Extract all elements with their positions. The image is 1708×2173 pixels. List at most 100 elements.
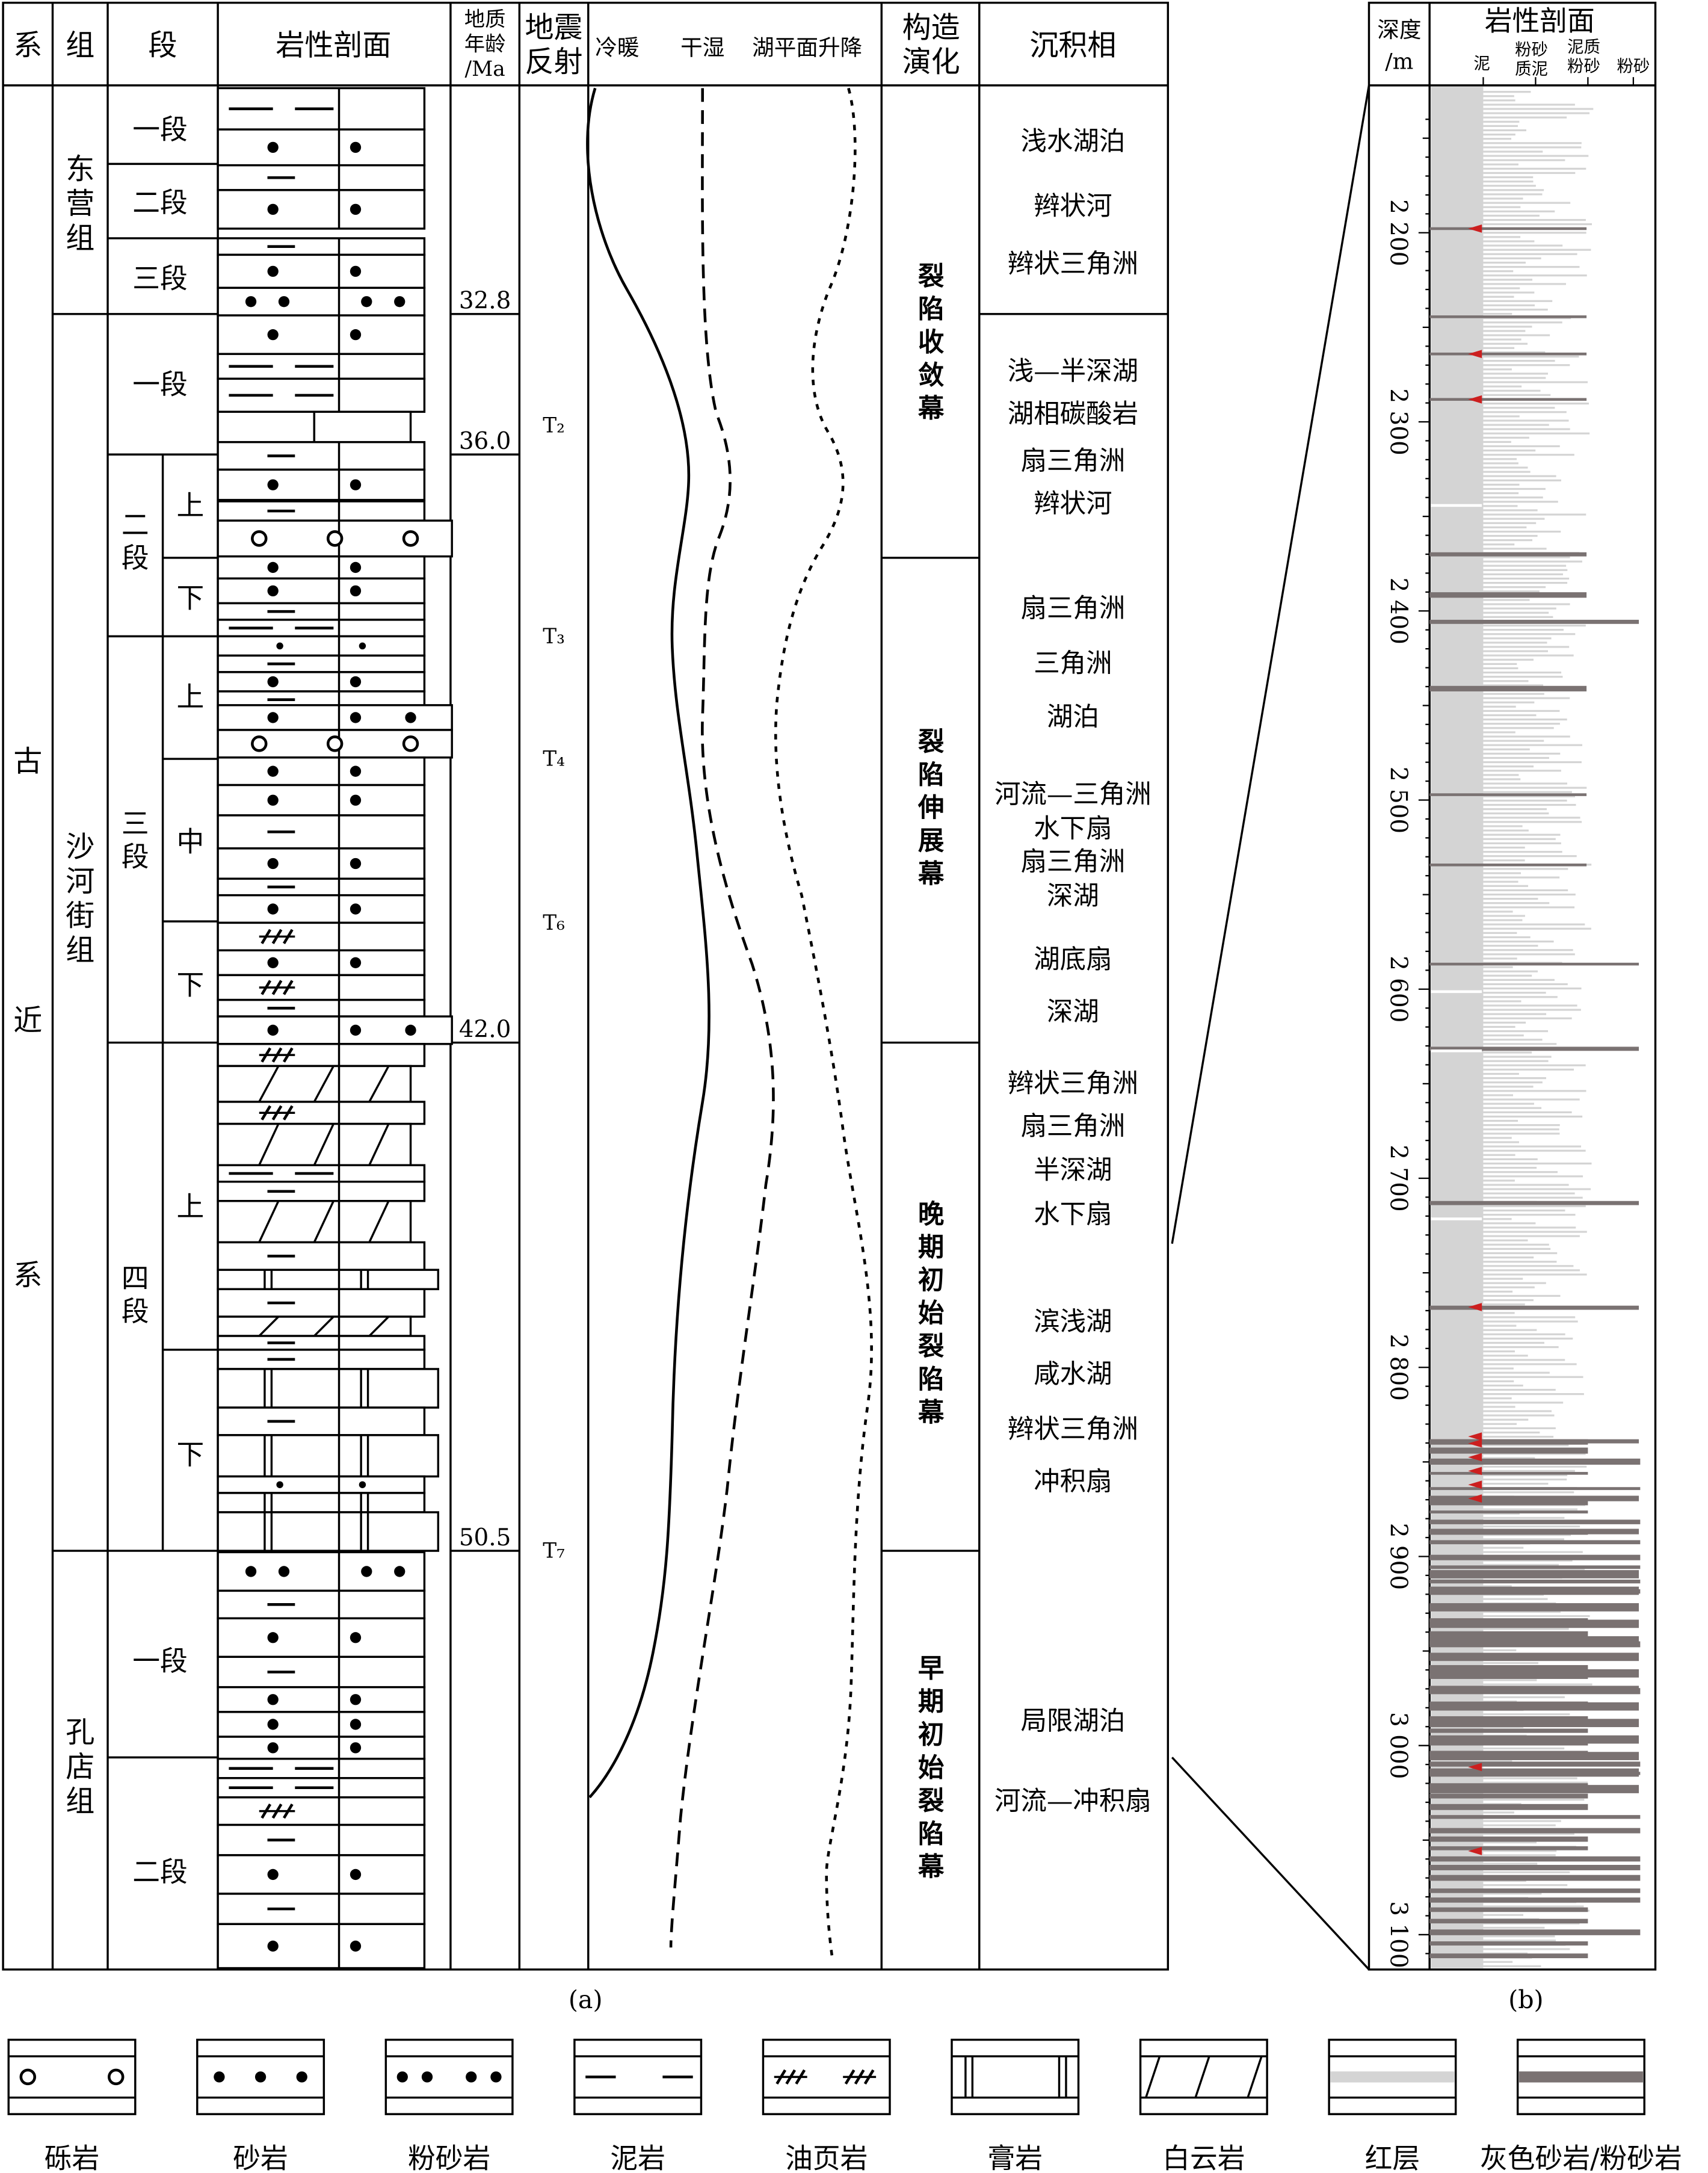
- facies-item: 扇三角洲: [1020, 593, 1125, 623]
- facies-item: 辫状三角洲: [1008, 1414, 1138, 1444]
- legend-label: 油页岩: [785, 2142, 868, 2171]
- facies-item: 深湖: [1047, 882, 1099, 912]
- lithology-bed: [217, 1711, 426, 1738]
- lithology-bed: [217, 877, 426, 897]
- sub-s3-upper: 上: [176, 681, 204, 713]
- legend-item: 膏岩: [951, 2038, 1080, 2173]
- header-age-2: 年龄: [464, 32, 506, 57]
- header-seismic-2: 反射: [525, 45, 583, 79]
- legend-label: 砂岩: [233, 2142, 288, 2171]
- panel-b-headers: 深度 /m 岩性剖面 泥 粉砂 质泥 泥质 粉砂 粉砂: [1377, 5, 1650, 78]
- lithology-bed: [217, 1406, 426, 1436]
- lithology-bed: [217, 353, 426, 380]
- connector-top: [1171, 85, 1370, 1244]
- lithology-bed: [217, 286, 426, 317]
- lithology-bed: [217, 1893, 426, 1926]
- header-system: 系: [13, 29, 42, 63]
- seismic-t6: T₆: [543, 911, 565, 935]
- lithology-bed: [217, 1015, 453, 1045]
- lithology-bed: [217, 654, 426, 673]
- lithology-bed: [217, 1335, 426, 1351]
- tectonic-stage-4: 早期初始裂陷幕: [917, 1654, 945, 1883]
- lithology-bed: [217, 1180, 426, 1202]
- lithology-bed: [217, 128, 426, 167]
- member-s2: 二段: [122, 509, 149, 574]
- system-label: 古近系: [13, 745, 42, 1293]
- lithology-bed: [217, 1269, 440, 1290]
- facies-item: 水下扇: [1034, 1199, 1112, 1229]
- facies-item: 扇三角洲: [1020, 446, 1125, 476]
- lithology-bed: [217, 619, 426, 638]
- member-dy1: 一段: [132, 114, 188, 146]
- legend-item: 白云岩: [1139, 2038, 1268, 2173]
- header-lake-level: 湖平面升降: [752, 35, 862, 61]
- header-tectonic-2: 演化: [902, 45, 960, 79]
- lithology-bed: [217, 1043, 426, 1068]
- humidity-curve: [669, 88, 775, 1948]
- lithology-bed: [217, 164, 426, 191]
- age-label-3: 42.0: [459, 1016, 511, 1043]
- lithology-bed: [217, 1777, 426, 1799]
- lithology-bed: [217, 1796, 426, 1826]
- depth-tick-label: 2 900: [1384, 1523, 1411, 1590]
- sub-s3-lower: 下: [176, 969, 204, 1001]
- lithology-bed: [217, 1655, 426, 1689]
- lithology-bed: [217, 1511, 440, 1552]
- depth-tick-label: 3 000: [1384, 1712, 1411, 1779]
- member-s4: 四段: [122, 1263, 149, 1328]
- lithology-bed: [217, 1164, 426, 1183]
- temperature-curve: [586, 87, 711, 1799]
- legend-label: 红层: [1365, 2142, 1420, 2171]
- facies-item: 浅水湖泊: [1020, 126, 1125, 156]
- facies-item: 滨浅湖: [1034, 1307, 1112, 1337]
- legend-item: 红层: [1328, 2038, 1457, 2173]
- lithology-bed: [217, 1065, 412, 1103]
- sub-s4-lower: 下: [176, 1439, 204, 1471]
- lithology-bed: [217, 1288, 426, 1318]
- member-k2: 二段: [132, 1856, 188, 1888]
- legend-item: 砾岩: [7, 2038, 137, 2173]
- member-dy3: 三段: [132, 262, 188, 294]
- submember-labels: 上 下 上 中 下 上 下: [176, 490, 204, 1471]
- age-labels: 32.8 36.0 42.0 50.5: [459, 288, 511, 1551]
- lithology-bed: [217, 1122, 412, 1166]
- legend-label: 粉砂岩: [408, 2142, 490, 2171]
- formation-shahejie: 沙河街组: [66, 830, 94, 968]
- caption-b: (b): [1508, 1985, 1544, 2014]
- header-seismic-1: 地震: [525, 11, 583, 45]
- lithology-bed: [217, 1854, 426, 1895]
- panel-b-col-ticks: [1482, 77, 1635, 85]
- depth-tick-label: 2 300: [1384, 388, 1411, 455]
- facies-item: 辫状河: [1034, 191, 1112, 221]
- depth-tick-label: 2 500: [1384, 767, 1411, 833]
- col-silty-2: 质泥: [1515, 60, 1548, 79]
- header-climate-dry: 干湿: [680, 35, 724, 61]
- facies-item: 半深湖: [1034, 1155, 1112, 1185]
- header-member: 段: [149, 29, 177, 63]
- header-formation: 组: [66, 29, 94, 63]
- lithology-bed: [217, 1492, 426, 1513]
- facies-item: 浅—半深湖: [1008, 357, 1138, 387]
- lithology-bed: [217, 377, 426, 413]
- lithology-log: [1429, 87, 1641, 1968]
- facies-item: 湖底扇: [1034, 945, 1112, 975]
- facies-labels: 浅水湖泊辫状河辫状三角洲浅—半深湖湖相碳酸岩扇三角洲辫状河扇三角洲三角洲湖泊河流…: [994, 126, 1152, 1816]
- col-silt: 粉砂: [1617, 57, 1650, 76]
- legend-label: 白云岩: [1162, 2142, 1245, 2171]
- lithology-bed: [217, 704, 453, 731]
- lithology-bed: [217, 1241, 426, 1271]
- depth-tick-label: 2 400: [1384, 578, 1411, 644]
- member-s1: 一段: [132, 369, 188, 401]
- lithology-bed: [217, 577, 426, 605]
- lithology-bed: [217, 555, 426, 580]
- col-mud: 泥: [1473, 54, 1490, 73]
- sub-s3-middle: 中: [176, 826, 204, 858]
- lithology-bed: [217, 1686, 426, 1713]
- lithology-bed: [217, 440, 426, 471]
- lithology-bed: [217, 410, 412, 444]
- legend-item: 灰色砂岩/粉砂岩: [1480, 2038, 1682, 2173]
- lithology-bed: [217, 602, 426, 621]
